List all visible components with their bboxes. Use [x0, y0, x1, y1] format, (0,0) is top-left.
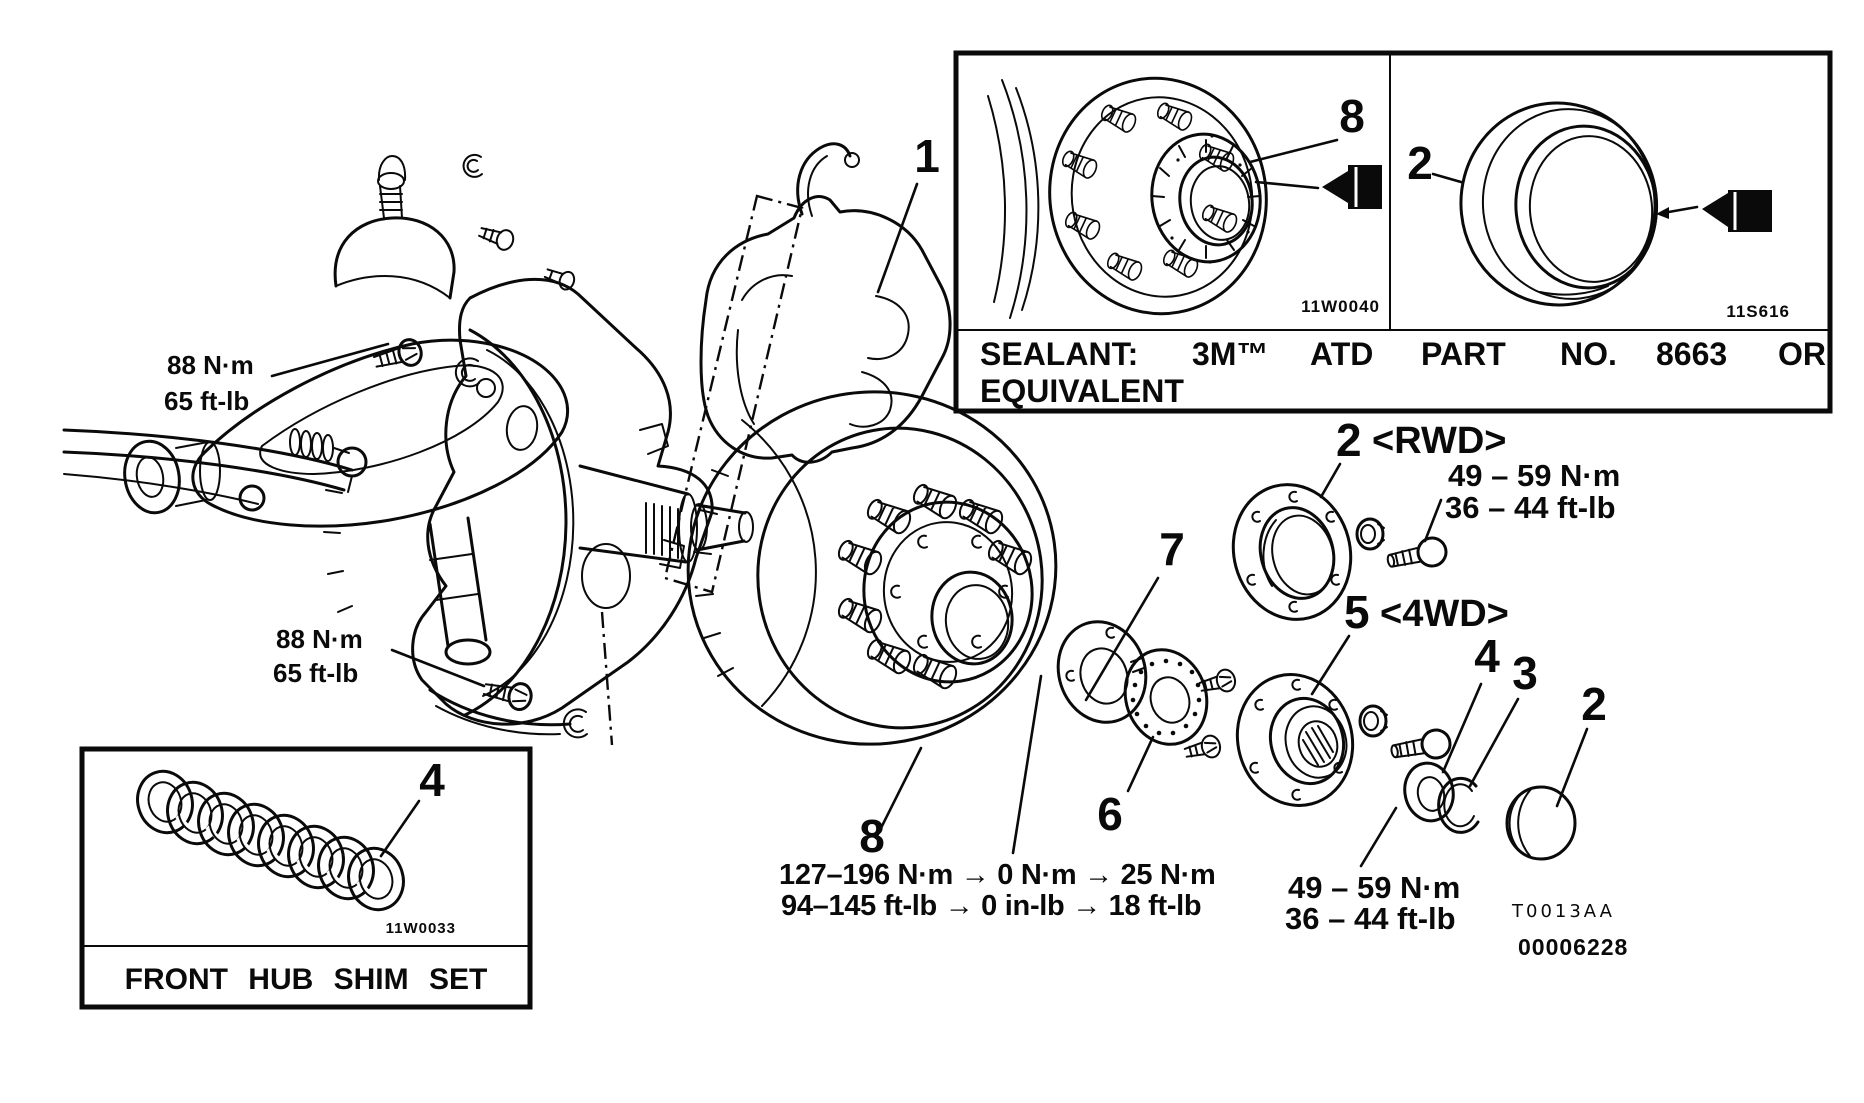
figure-code: 00006228 — [1518, 934, 1628, 960]
caption-line2: EQUIVALENT — [980, 373, 1184, 409]
torque-rwd-imperial: 36 – 44 ft-lb — [1445, 490, 1616, 525]
ball-joint-bolt-lower — [482, 682, 533, 712]
bearing-washer-drawing — [1056, 620, 1148, 724]
brake-caliper-drawing — [663, 142, 952, 594]
upper-control-arm — [123, 338, 570, 528]
torque-fwd-imperial: 36 – 44 ft-lb — [1285, 901, 1456, 936]
caption-word: NO. — [1560, 336, 1617, 372]
fwd-lock-bolt — [1390, 728, 1452, 760]
caption-word: 8663 — [1656, 336, 1727, 372]
inset-right-code: 11S616 — [1726, 302, 1790, 321]
bearing-balls — [1130, 658, 1202, 736]
axis-line — [600, 611, 614, 746]
callout-inner-bearing: 6 — [1097, 788, 1123, 840]
ball-joint-bolt-upper — [373, 338, 423, 368]
caption-word: ATD — [1310, 336, 1373, 372]
sealant-tube-left-icon — [1322, 165, 1382, 209]
callout-rwd-num: 2 — [1336, 414, 1362, 466]
leader-inset-2 — [1431, 172, 1463, 184]
torque-lower-imperial: 65 ft-lb — [273, 658, 358, 688]
shock-absorber — [428, 516, 492, 666]
inset-studs — [1061, 102, 1238, 281]
brake-rotor-drawing — [686, 390, 1058, 746]
callout-fwd-num: 5 — [1344, 586, 1370, 638]
inset-right-panel-drawing — [1459, 101, 1772, 307]
fwd-flanged-nut — [1358, 704, 1388, 738]
callout-grease-cap: 2 — [1581, 678, 1607, 730]
wheel-studs — [837, 483, 1033, 690]
torque-spindle-imperial: 94–145 ft-lb → 0 in-lb → 18 ft-lb — [781, 890, 1201, 922]
upper-ball-joint — [333, 155, 456, 300]
hub-bolt-small-b — [1183, 734, 1222, 759]
callout-inset-8: 8 — [1339, 90, 1365, 142]
brake-hose — [796, 142, 852, 216]
shim-rings — [136, 769, 405, 912]
torque-upper-imperial: 65 ft-lb — [164, 386, 249, 416]
sealant-inset-box: 8 2 11W0040 11S616 SEALANT: 3M™ ATD PART… — [953, 50, 1833, 414]
caption-word: 3M™ — [1192, 336, 1268, 372]
callout-caliper: 1 — [914, 130, 940, 182]
torque-fwd-metric: 49 – 59 N·m — [1288, 870, 1460, 905]
sealant-tube-right-icon — [1702, 190, 1772, 232]
callout-rotor: 8 — [859, 810, 885, 862]
fwd-holes — [1249, 678, 1343, 801]
inset-left-code: 11W0040 — [1301, 297, 1380, 316]
inset-left-panel-drawing — [987, 76, 1382, 319]
callout-bearing-washer: 7 — [1159, 523, 1185, 575]
lower-arm — [428, 688, 572, 727]
sealant-caption: SEALANT: 3M™ ATD PART NO. 8663 OR EQUIVA… — [980, 336, 1826, 409]
clip-lower — [562, 708, 588, 739]
torque-upper-metric: 88 N·m — [167, 350, 254, 380]
snap-ring-drawing — [1437, 776, 1480, 834]
torque-spindle-metric: 127–196 N·m → 0 N·m → 25 N·m — [779, 859, 1215, 891]
hub-bolt-small-a — [1198, 668, 1237, 693]
knuckle-top-bolt — [543, 268, 576, 291]
shim-set-box: 4 11W0033 FRONT HUB SHIM SET — [79, 746, 533, 1010]
lock-washer-drawing — [1403, 761, 1455, 823]
grease-cap-drawing — [1505, 785, 1577, 861]
leader-shim-4 — [379, 799, 421, 858]
clip-upper — [454, 357, 480, 388]
leader-inset-8b — [1254, 180, 1320, 190]
arm-bolt — [478, 227, 515, 251]
hub-flange-holes — [890, 534, 1009, 649]
inner-bearing-drawing — [1123, 648, 1209, 746]
shim-box-title: FRONT HUB SHIM SET — [125, 963, 488, 996]
leader-inset-8 — [1248, 138, 1339, 164]
plate-code: T0013AA — [1511, 901, 1615, 922]
caption-word: SEALANT: — [980, 336, 1138, 372]
shim-box-code: 11W0033 — [386, 920, 456, 937]
leader-lines — [270, 182, 1589, 868]
callout-shim-4: 4 — [419, 754, 445, 806]
callout-rwd-tag: <RWD> — [1372, 420, 1506, 462]
splash-shield — [323, 328, 575, 717]
callout-snap-ring: 3 — [1512, 647, 1538, 699]
fwd-hub-drawing — [1235, 673, 1355, 807]
torque-lower-metric: 88 N·m — [276, 624, 363, 654]
caption-word: OR — [1778, 336, 1826, 372]
axle-spindle — [578, 464, 754, 564]
rwd-flanged-nut — [1355, 517, 1385, 551]
steering-knuckle — [411, 277, 714, 726]
callout-fwd-tag: <4WD> — [1380, 593, 1509, 635]
callout-lock-washer: 4 — [1474, 630, 1500, 682]
steering-linkage — [62, 428, 368, 512]
pad-kit-outline — [663, 194, 804, 594]
rwd-holes — [1246, 490, 1340, 613]
rwd-hub-drawing — [1231, 483, 1353, 621]
rwd-lock-bolt — [1386, 536, 1448, 568]
callout-inset-2: 2 — [1407, 137, 1433, 189]
arm-clip — [462, 153, 483, 178]
torque-rwd-metric: 49 – 59 N·m — [1448, 458, 1620, 493]
caption-word: PART — [1421, 336, 1506, 372]
